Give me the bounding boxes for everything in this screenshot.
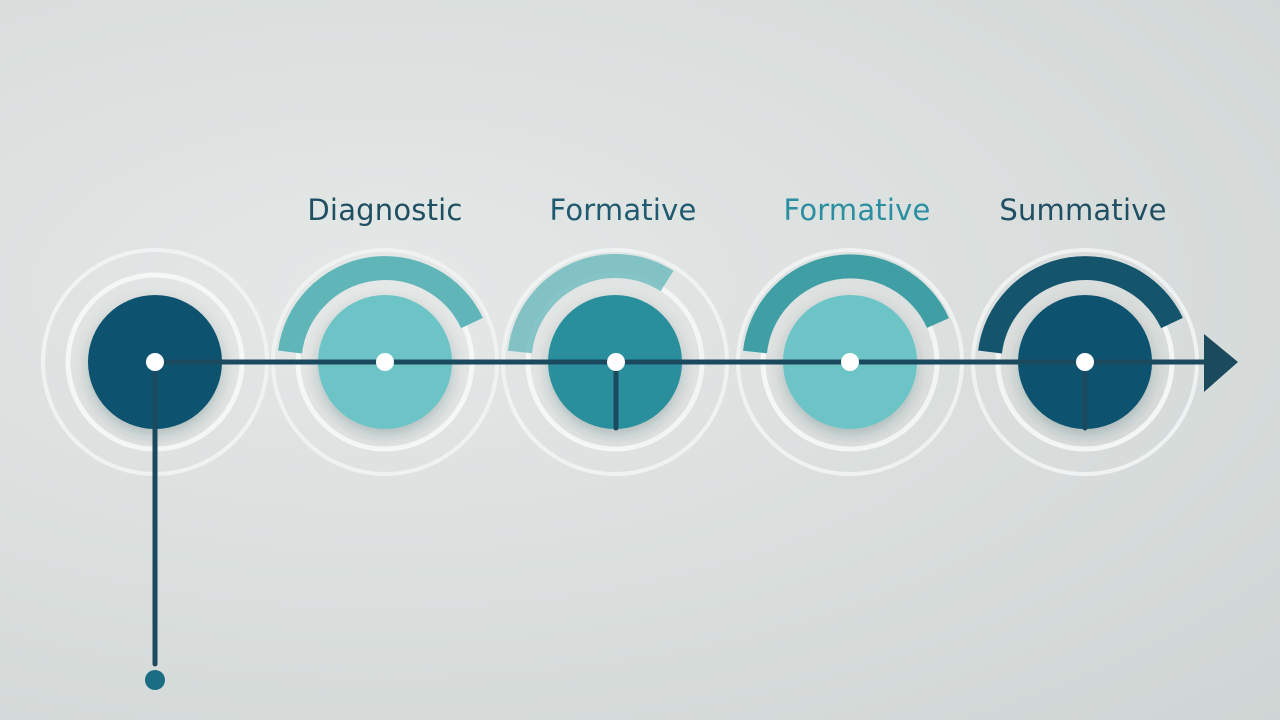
- node-dot-3: [607, 353, 625, 371]
- stage-label-formative-2: Formative: [783, 193, 931, 227]
- stage-arc-2: [278, 256, 483, 354]
- timeline-endpoint-dot: [145, 670, 165, 690]
- stage-label-formative-1: Formative: [549, 193, 697, 227]
- timeline-lines: [152, 359, 1208, 667]
- node-dot-1: [146, 353, 164, 371]
- node-center-dots: [146, 353, 1094, 371]
- stage-arc-3: [508, 254, 674, 354]
- timeline-arrow-head: [1204, 334, 1238, 392]
- stage-arc-5: [978, 256, 1183, 354]
- stage-label-diagnostic: Diagnostic: [307, 193, 463, 227]
- stage-label-summative: Summative: [999, 193, 1167, 227]
- node-dot-2: [376, 353, 394, 371]
- node-dot-4: [841, 353, 859, 371]
- node-dot-5: [1076, 353, 1094, 371]
- stage-arc-4: [743, 254, 949, 354]
